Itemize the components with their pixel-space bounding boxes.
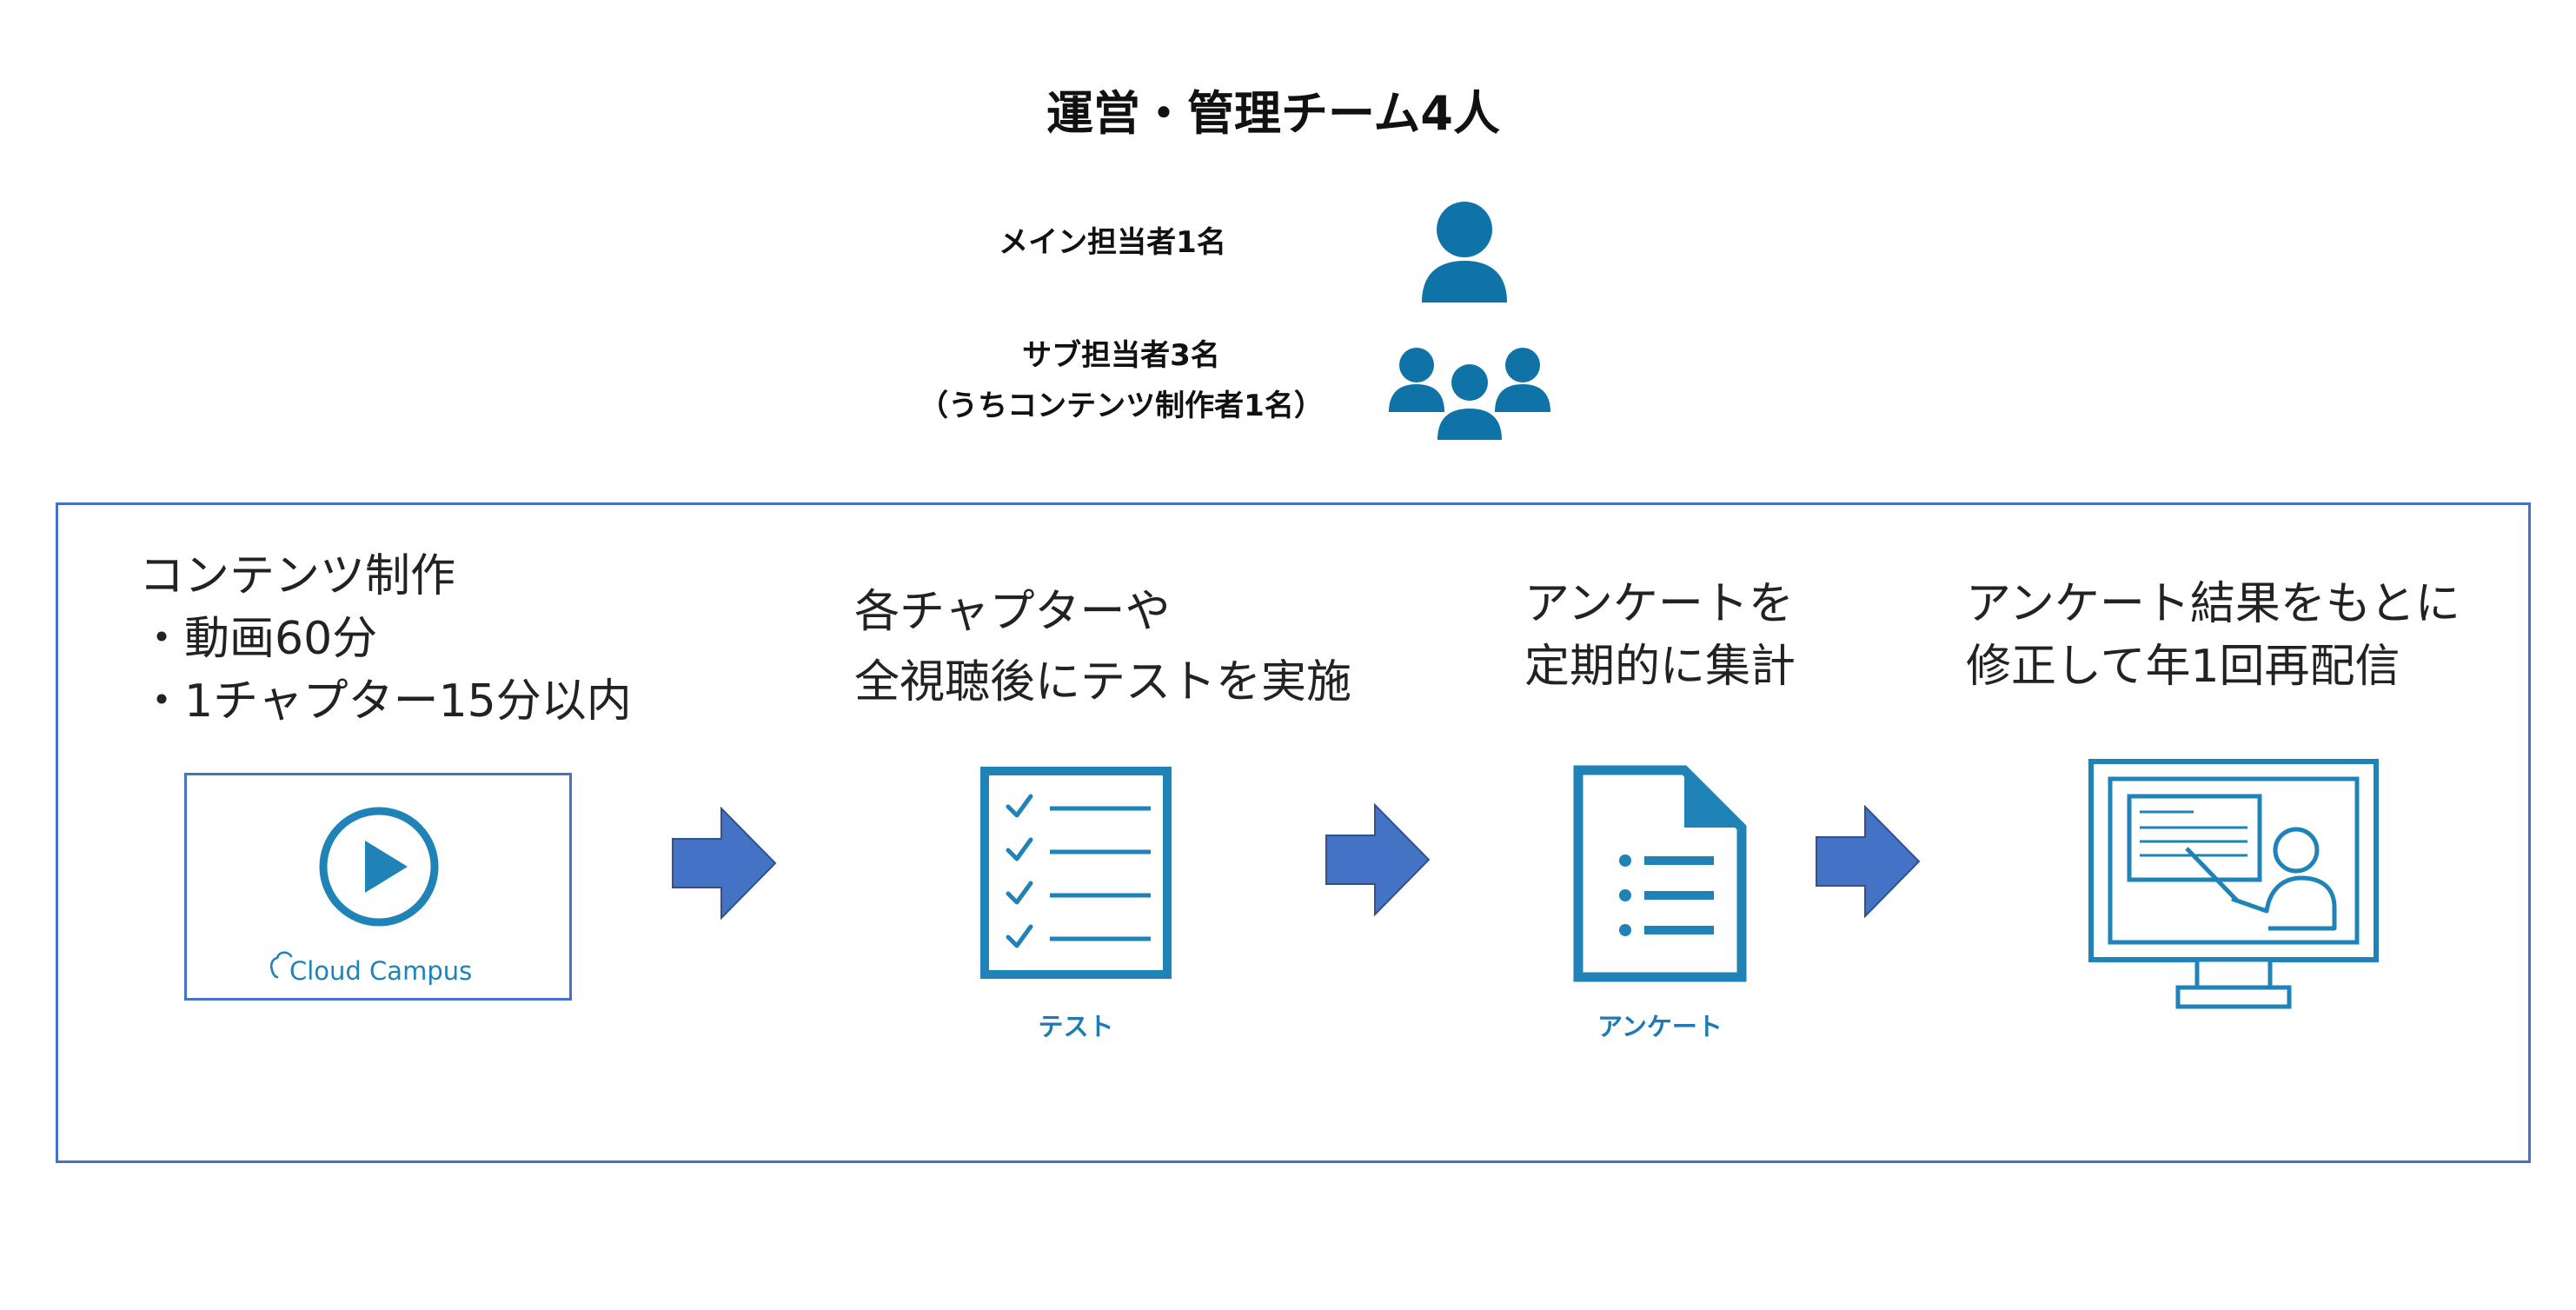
flow-arrow-2 bbox=[1325, 803, 1431, 916]
step-1-line-1: コンテンツ制作 bbox=[139, 550, 456, 602]
step-3-text: アンケートを 定期的に集計 bbox=[1524, 574, 1796, 699]
checklist-document-icon bbox=[980, 767, 1172, 979]
process-frame bbox=[56, 502, 2531, 1163]
test-caption: テスト bbox=[1038, 1012, 1114, 1041]
people-group-icon bbox=[1387, 337, 1552, 442]
step-1-line-2: ・動画60分 bbox=[139, 612, 378, 665]
step-3-line-2: 定期的に集計 bbox=[1524, 640, 1796, 693]
survey-document-icon bbox=[1573, 765, 1747, 982]
sub-role-line2: （うちコンテンツ制作者1名） bbox=[919, 389, 1324, 423]
step-3-line-1: アンケートを bbox=[1524, 578, 1794, 630]
sub-role-line1: サブ担当者3名 bbox=[1022, 338, 1220, 373]
person-icon bbox=[1417, 200, 1512, 303]
sub-role-label: サブ担当者3名 （うちコンテンツ制作者1名） bbox=[913, 330, 1330, 431]
step-1-line-3: ・1チャプター15分以内 bbox=[139, 675, 632, 728]
main-role-label: メイン担当者1名 bbox=[999, 225, 1226, 260]
video-thumbnail: Cloud Campus bbox=[184, 773, 572, 1001]
flow-arrow-1 bbox=[671, 807, 777, 920]
brand-label: Cloud Campus bbox=[289, 956, 473, 986]
step-4-text: アンケート結果をもとに 修正して年1回再配信 bbox=[1966, 574, 2460, 699]
step-2-line-2: 全視聴後にテストを実施 bbox=[854, 655, 1352, 708]
step-4-line-1: アンケート結果をもとに bbox=[1966, 578, 2460, 630]
play-icon bbox=[319, 807, 439, 927]
survey-caption: アンケート bbox=[1597, 1012, 1723, 1041]
page-title: 運営・管理チーム4人 bbox=[1046, 86, 1500, 141]
flow-arrow-3 bbox=[1815, 805, 1921, 918]
step-2-text: 各チャプターや 全視聴後にテストを実施 bbox=[854, 577, 1351, 717]
presentation-monitor-icon bbox=[2088, 758, 2380, 1012]
step-2-line-1: 各チャプターや bbox=[854, 586, 1171, 638]
cloud-icon bbox=[270, 951, 293, 979]
step-1-text: コンテンツ制作 ・動画60分 ・1チャプター15分以内 bbox=[139, 546, 632, 733]
step-4-line-2: 修正して年1回再配信 bbox=[1966, 640, 2400, 693]
